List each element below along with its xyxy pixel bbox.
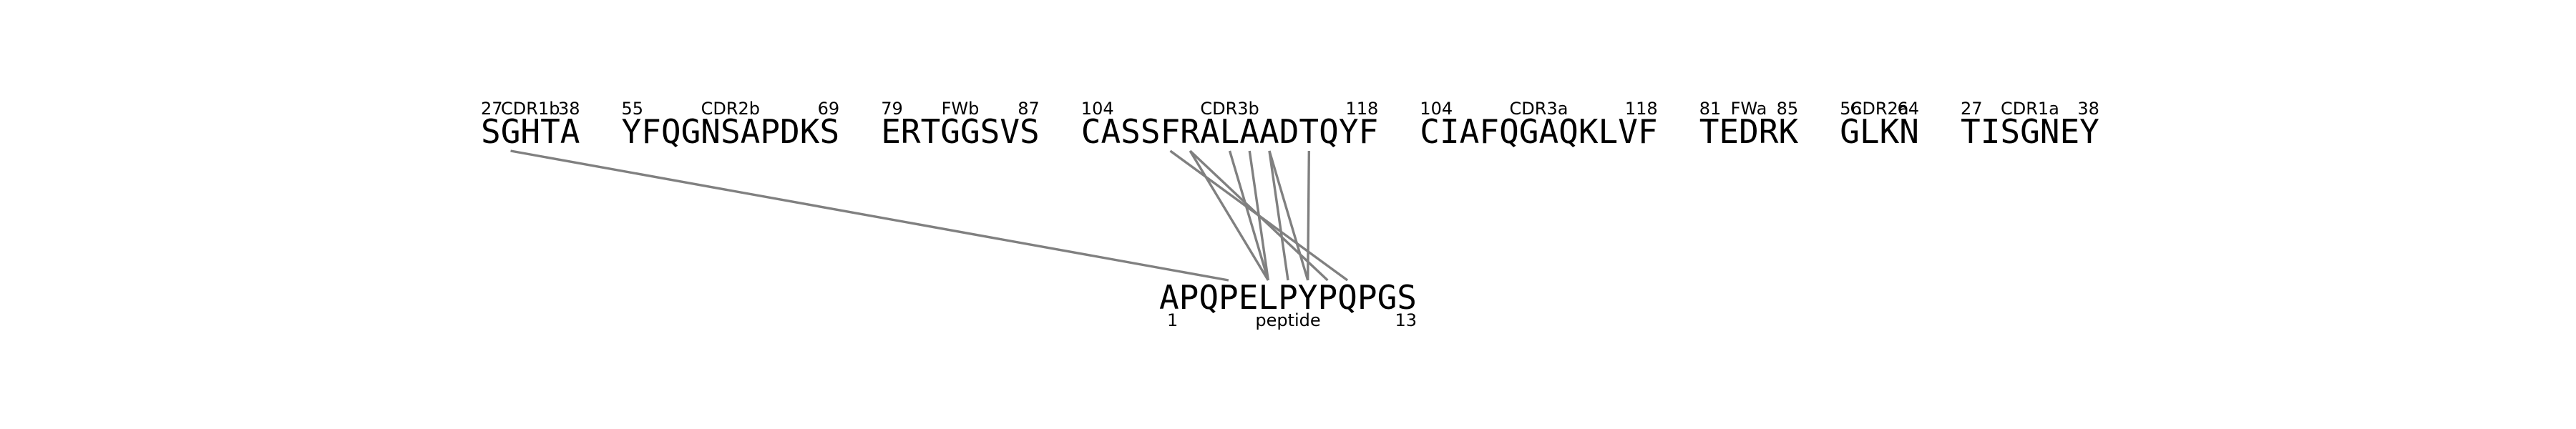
segment-start-number: 27 [1961,99,1983,119]
contact-line [1307,150,1311,281]
segment-end-number: 38 [2077,99,2099,119]
segment-sequence: TEDRK [1699,112,1799,151]
segment-end-number: 85 [1777,99,1799,119]
segment-end-number: 38 [558,99,580,119]
segment-sequence: CASSFRALAADTQYF [1081,112,1378,151]
segment-sequence: YFQGNSAPDKS [622,112,840,151]
segment-start-number: 27 [481,99,503,119]
segment-sequence: CIAFQGAQKLVF [1420,112,1657,151]
contact-line [1268,150,1309,281]
segment-start-number: 81 [1699,99,1722,119]
peptide-end-number: 13 [1395,310,1418,330]
contact-line [1228,150,1269,281]
segment-name-label: FWb [942,99,980,119]
segment-name-label: CDR2b [701,99,760,119]
segment-end-number: 64 [1897,99,1919,119]
peptide-start-number: 1 [1167,310,1178,330]
contact-lines [510,149,1349,282]
segment-sequence: ERTGGSVS [881,112,1040,151]
contact-line [510,149,1229,282]
contact-line [1268,150,1289,281]
segment-start-number: 104 [1420,99,1453,119]
segment-end-number: 87 [1018,99,1040,119]
peptide-sequence: APQPELPYPQPGS [1159,278,1417,317]
contact-line [1248,150,1269,281]
segment-sequence: SGHTA [481,112,580,151]
segment-start-number: 79 [881,99,903,119]
segment-end-number: 69 [818,99,840,119]
segment-name-label: CDR3a [1510,99,1568,119]
segment-end-number: 118 [1345,99,1378,119]
segment-end-number: 118 [1625,99,1658,119]
segment-sequence: GLKN [1840,112,1919,151]
segment-name-label: CDR1a [2001,99,2059,119]
segment-name-label: CDR3b [1200,99,1259,119]
contact-line [1189,150,1269,281]
segment-start-number: 104 [1081,99,1114,119]
segment-name-label: CDR2a [1850,99,1909,119]
segment-name-label: FWa [1731,99,1767,119]
segment-sequence: TISGNEY [1961,112,2099,151]
segment-start-number: 55 [622,99,644,119]
segment-name-label: CDR1b [501,99,560,119]
segment-start-number: 56 [1840,99,1862,119]
peptide-name-label: peptide [1255,310,1320,330]
